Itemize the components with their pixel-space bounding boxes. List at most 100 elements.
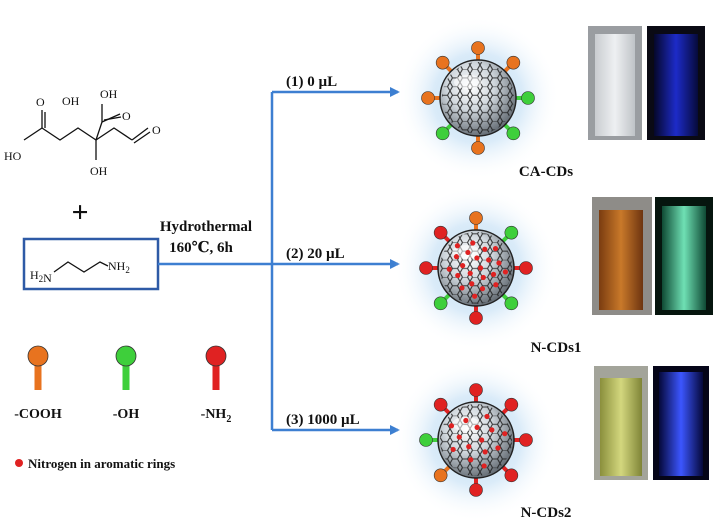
route-label-2: (2) 20 µL	[286, 246, 345, 262]
label-ho: HO	[4, 149, 22, 163]
label-oh-2: OH	[100, 87, 118, 101]
nitrogen-dot	[477, 265, 484, 271]
nitrogen-dot	[466, 444, 472, 450]
nitrogen-dot	[472, 293, 478, 299]
nitrogen-dot	[479, 286, 486, 292]
carbon-dot-n-cds2	[394, 358, 558, 522]
nitrogen-dot	[470, 240, 476, 246]
graphene-lattice	[442, 62, 514, 134]
ligand-head	[421, 91, 435, 105]
nitrogen-dot	[463, 417, 469, 424]
nitrogen-dot	[469, 281, 475, 287]
legend-label-2: -NH2	[201, 407, 232, 425]
nitrogen-dot-icon	[15, 459, 23, 467]
nitrogen-dot	[479, 437, 485, 443]
ligand-head	[519, 261, 533, 275]
nitrogen-dot	[454, 243, 461, 249]
label-oh-3: OH	[90, 164, 108, 178]
vial-uv-ca-cds-liquid	[654, 34, 698, 136]
ethylenediamine-box	[22, 237, 160, 291]
nitrogen-dot	[460, 263, 466, 269]
nitrogen-dot	[459, 285, 465, 291]
citric-acid-structure	[23, 104, 151, 160]
vial-daylight-ca-cds-liquid	[595, 34, 635, 136]
highlight	[452, 417, 480, 431]
vial-photos-n-cds2	[594, 366, 709, 480]
ligand-head	[471, 41, 485, 55]
graphene-lattice	[440, 404, 512, 476]
legend-label-1: -OH	[113, 407, 140, 422]
plus-sign: +	[71, 196, 88, 229]
label-o-3: O	[152, 123, 161, 137]
vial-uv-n-cds1-liquid	[662, 206, 706, 310]
reaction-arrows	[158, 87, 400, 435]
ligand-head	[504, 296, 519, 311]
highlight	[454, 75, 482, 89]
ligand-head	[433, 468, 448, 483]
nitrogen-dot	[456, 434, 462, 440]
ligand-head	[419, 261, 433, 275]
nitrogen-note: Nitrogen in aromatic rings	[28, 456, 175, 471]
label-o-1: O	[36, 95, 45, 109]
nitrogen-dot	[446, 266, 452, 272]
nitrogen-dot	[468, 457, 474, 463]
legend-bulb	[115, 345, 137, 367]
product-label-n-cds1: N-CDs1	[531, 340, 582, 356]
ligand-head	[469, 383, 483, 397]
nitrogen-dot	[481, 463, 487, 469]
citric-acid-labels: OH OH HO OH O O O	[4, 87, 161, 178]
nitrogen-dot	[482, 449, 488, 455]
label-o-2: O	[122, 109, 131, 123]
nitrogen-dot	[474, 255, 480, 261]
label-h2n: H2N	[30, 268, 52, 285]
vial-photos-ca-cds	[588, 26, 705, 140]
ligand-head	[469, 211, 483, 225]
ligand-head	[504, 225, 519, 240]
nitrogen-dot	[450, 446, 456, 453]
nitrogen-dot	[484, 413, 490, 420]
carbon-dot-n-cds1	[394, 186, 558, 350]
nitrogen-dot	[493, 282, 499, 288]
vial-photos-n-cds1	[592, 197, 713, 315]
ligand-head	[504, 397, 519, 412]
ligand-head	[419, 433, 433, 447]
vial-daylight-n-cds1-liquid	[599, 210, 643, 310]
nitrogen-dot	[480, 274, 486, 281]
legend-label-0: -COOH	[14, 407, 62, 422]
ligand-head	[471, 141, 485, 155]
nitrogen-dot	[467, 270, 473, 276]
ligand-head	[506, 126, 521, 141]
product-label-ca-cds: CA-CDs	[519, 164, 573, 180]
label-oh-1: OH	[62, 94, 80, 108]
nitrogen-dot	[482, 246, 488, 252]
nitrogen-dot	[474, 424, 480, 430]
functional-group-legend: -COOH -OH -NH2	[14, 345, 232, 425]
product-label-n-cds2: N-CDs2	[521, 505, 572, 521]
ligand-head	[506, 55, 521, 70]
ligand-head	[433, 296, 448, 311]
nitrogen-dot	[465, 249, 471, 256]
ligand-head	[435, 55, 450, 70]
condition-method: Hydrothermal	[160, 219, 252, 235]
nitrogen-dot	[492, 245, 499, 252]
vial-daylight-n-cds2-liquid	[600, 378, 642, 476]
ligand-head	[519, 433, 533, 447]
legend-bulb	[205, 345, 227, 367]
nitrogen-dot	[490, 271, 497, 277]
ligand-head	[469, 483, 483, 497]
ligand-head	[469, 311, 483, 325]
route-label-1: (1) 0 µL	[286, 74, 337, 90]
label-nh2: NH2	[108, 259, 130, 275]
nitrogen-dot	[502, 269, 508, 275]
nitrogen-dot	[489, 427, 495, 433]
vial-uv-n-cds2-liquid	[659, 372, 703, 476]
ethylenediamine-bonds	[53, 261, 109, 273]
nitrogen-dot	[453, 254, 460, 260]
ligand-head	[435, 126, 450, 141]
nitrogen-dot	[448, 423, 455, 429]
nitrogen-dot	[495, 445, 501, 451]
ligand-head	[433, 397, 448, 412]
carbon-dot-ca-cds	[396, 16, 560, 180]
ligand-head	[504, 468, 519, 483]
